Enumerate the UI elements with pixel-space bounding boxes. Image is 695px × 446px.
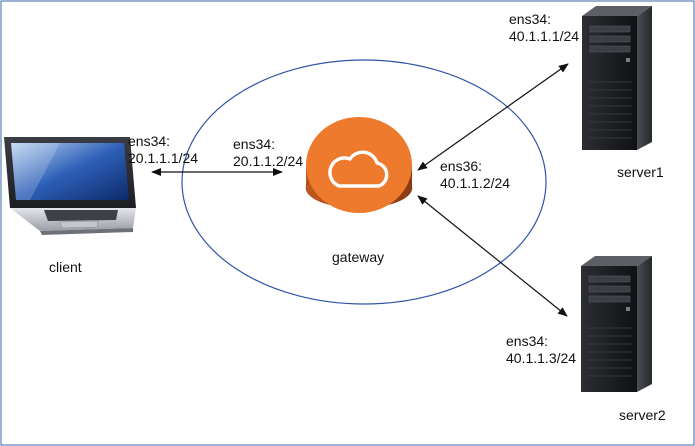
client-interface-label: ens34: 20.1.1.1/24 [128,133,198,167]
gateway-left-iface: ens34: [233,136,276,152]
gateway-server2-link [417,195,568,317]
gateway-server1-link [417,63,569,171]
server1-name: server1 [617,164,664,180]
client-iface: ens34: [128,133,171,149]
gateway-left-ip: 20.1.1.2/24 [233,153,304,169]
server2-iface: ens34: [506,333,549,349]
server1-tower-icon [582,6,652,150]
server1-interface-label: ens34: 40.1.1.1/24 [509,11,579,45]
gateway-right-iface: ens36: [440,158,483,174]
server2-interface-label: ens34: 40.1.1.3/24 [506,333,576,367]
cloud-gateway-icon [305,117,413,213]
gateway-left-interface-label: ens34: 20.1.1.2/24 [233,136,303,170]
client-ip: 20.1.1.1/24 [128,150,199,166]
server1-ip: 40.1.1.1/24 [509,28,580,44]
gateway-right-interface-label: ens36: 40.1.1.2/24 [440,158,510,192]
server2-ip: 40.1.1.3/24 [506,350,577,366]
laptop-icon [4,137,136,235]
server2-tower-icon [581,256,652,392]
gateway-network-ellipse [181,59,547,305]
gateway-right-ip: 40.1.1.2/24 [440,175,511,191]
server1-iface: ens34: [509,11,552,27]
client-name: client [49,259,82,275]
gateway-name: gateway [332,249,385,265]
server2-name: server2 [619,407,666,423]
